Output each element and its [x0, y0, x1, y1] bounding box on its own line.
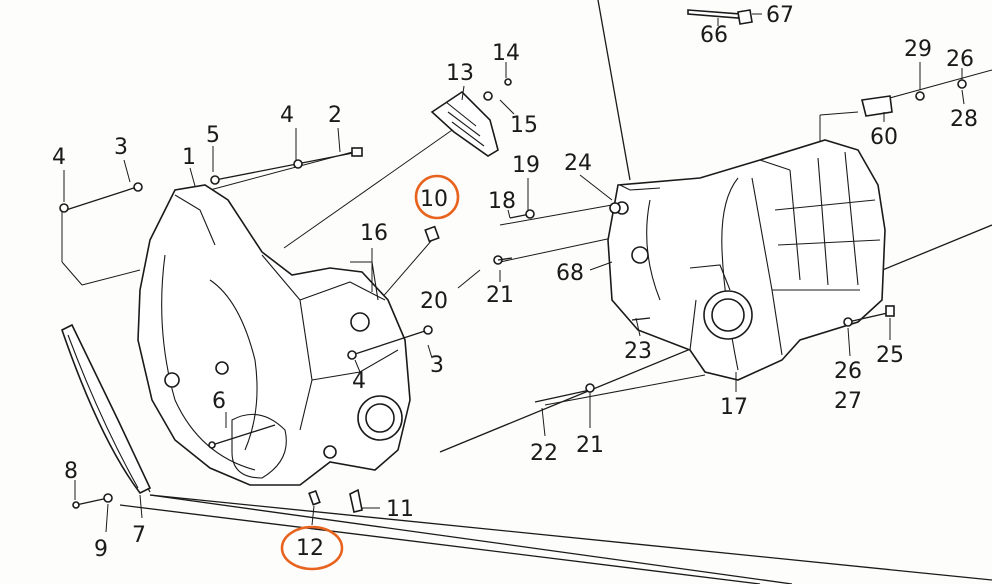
callout-20: 20	[420, 289, 448, 314]
callout-21-lower: 21	[576, 433, 604, 458]
callout-16: 16	[360, 221, 388, 246]
callout-19: 19	[512, 153, 540, 178]
callout-2: 2	[328, 103, 342, 128]
callout-4-middle: 4	[352, 369, 366, 394]
callout-25: 25	[876, 343, 904, 368]
callout-60: 60	[870, 125, 898, 150]
callout-67: 67	[766, 3, 794, 28]
callout-68: 68	[556, 261, 584, 286]
callout-18: 18	[488, 189, 516, 214]
callout-10: 10	[420, 187, 448, 212]
callout-5: 5	[206, 123, 220, 148]
callout-17: 17	[720, 395, 748, 420]
callout-12: 12	[296, 536, 324, 561]
highlight-ring-callout-12	[280, 525, 344, 571]
callout-21-upper: 21	[486, 283, 514, 308]
callout-23: 23	[624, 339, 652, 364]
callout-4-top: 4	[280, 103, 294, 128]
callout-3-middle: 3	[430, 353, 444, 378]
fasteners	[59, 9, 967, 513]
callout-15: 15	[510, 113, 538, 138]
callout-11: 11	[386, 497, 414, 522]
gearbox-casing	[607, 139, 886, 381]
highlight-ring-callout-10	[414, 174, 460, 220]
callout-27: 27	[834, 389, 862, 414]
deflector-plate	[430, 90, 499, 157]
callout-26-lower: 26	[834, 359, 862, 384]
leader-lines	[63, 13, 965, 533]
dust-cover	[61, 323, 152, 495]
callout-1: 1	[182, 145, 196, 170]
callout-8: 8	[64, 459, 78, 484]
callout-24: 24	[564, 151, 592, 176]
callout-22: 22	[530, 441, 558, 466]
callout-66: 66	[700, 23, 728, 48]
highlight-marks	[280, 174, 460, 571]
callout-28: 28	[950, 107, 978, 132]
callout-3-upper-left: 3	[114, 135, 128, 160]
callout-26-upper: 26	[946, 47, 974, 72]
callout-7: 7	[132, 523, 146, 548]
callout-13: 13	[446, 61, 474, 86]
callout-9: 9	[94, 537, 108, 562]
callout-4-upper-left: 4	[52, 145, 66, 170]
callout-14: 14	[492, 41, 520, 66]
bell-housing	[137, 184, 411, 486]
callout-6: 6	[212, 389, 226, 414]
callout-labels: 4 3 1 5 4 2 13 14 15 10 16 19 18 24 68 2…	[52, 3, 978, 562]
callout-29: 29	[904, 37, 932, 62]
